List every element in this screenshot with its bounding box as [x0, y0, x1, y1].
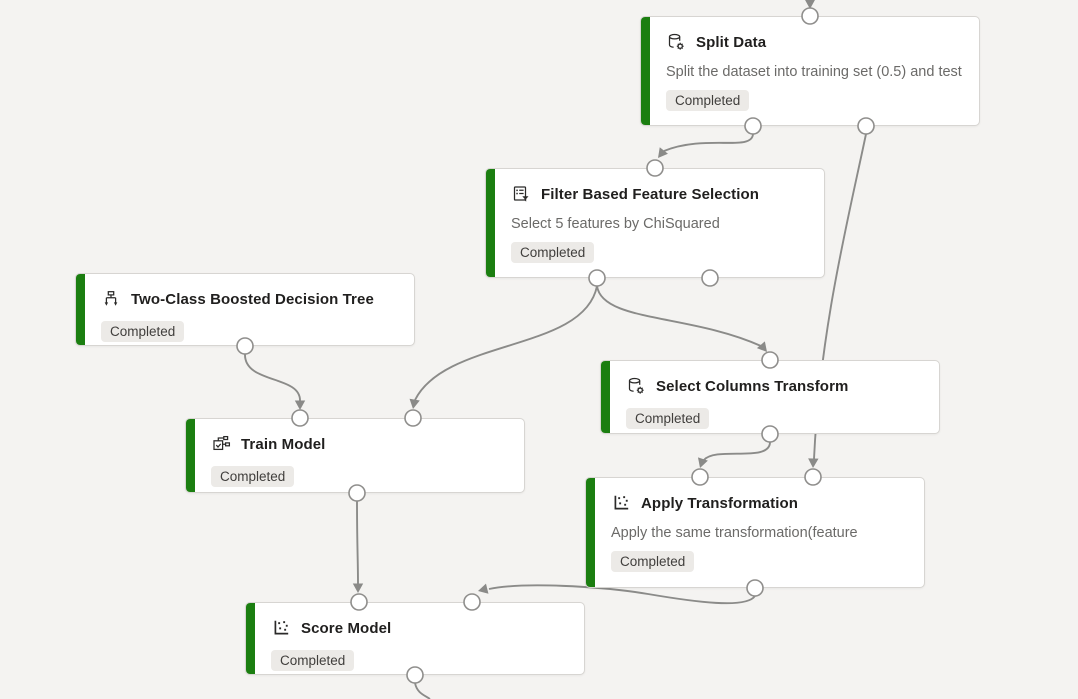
status-bar [641, 17, 650, 125]
port-apply-transformation-output[interactable] [746, 579, 764, 597]
edge-filter-to-train-model[interactable] [414, 285, 598, 401]
node-split-data[interactable]: Split Data Split the dataset into traini… [640, 16, 980, 126]
status-badge: Completed [611, 551, 695, 572]
node-description: Apply the same transformation(feature [611, 525, 858, 541]
port-split-data-output-1[interactable] [744, 117, 762, 135]
node-description: Select 5 features by ChiSquared [511, 216, 720, 232]
port-split-data-output-2[interactable] [857, 117, 875, 135]
train-model-icon [211, 434, 231, 454]
port-score-model-output[interactable] [406, 666, 424, 684]
database-gear-icon [666, 32, 686, 52]
scatter-plot-icon [611, 493, 631, 513]
edge-score-model-to-bottom[interactable] [414, 682, 431, 699]
port-train-model-input-2[interactable] [404, 409, 422, 427]
status-bar [486, 169, 495, 277]
status-badge: Completed [626, 408, 710, 429]
database-gear-icon [626, 376, 646, 396]
port-filter-input[interactable] [646, 159, 664, 177]
node-title: Select Columns Transform [656, 377, 849, 395]
node-title: Split Data [696, 33, 767, 51]
node-select-columns-transform[interactable]: Select Columns Transform Completed [600, 360, 940, 434]
edge-apply-transformation-to-score-model[interactable] [488, 584, 756, 605]
status-bar [186, 419, 195, 492]
edge-select-columns-to-apply-transformation[interactable] [703, 441, 771, 461]
node-title: Filter Based Feature Selection [541, 185, 760, 203]
node-title: Train Model [241, 435, 326, 453]
port-select-columns-input[interactable] [761, 351, 779, 369]
port-tree-output[interactable] [236, 337, 254, 355]
node-title: Apply Transformation [641, 494, 799, 512]
port-train-model-input-1[interactable] [291, 409, 309, 427]
decision-tree-icon [101, 289, 121, 309]
status-bar [601, 361, 610, 433]
port-split-data-input[interactable] [801, 7, 819, 25]
port-select-columns-output[interactable] [761, 425, 779, 443]
port-train-model-output[interactable] [348, 484, 366, 502]
status-badge: Completed [666, 90, 750, 111]
node-title: Two-Class Boosted Decision Tree [131, 290, 374, 308]
edge-split-data-to-filter[interactable] [663, 133, 754, 152]
scatter-plot-icon [271, 618, 291, 638]
node-apply-transformation[interactable]: Apply Transformation Apply the same tran… [585, 477, 925, 588]
port-filter-output-1[interactable] [588, 269, 606, 287]
status-badge: Completed [101, 321, 185, 342]
edge-filter-to-select-columns[interactable] [596, 285, 762, 347]
edge-tree-to-train-model[interactable] [244, 353, 301, 402]
status-bar [586, 478, 595, 587]
status-bar [76, 274, 85, 345]
edge-train-model-to-score-model[interactable] [356, 500, 359, 585]
status-bar [246, 603, 255, 674]
node-train-model[interactable]: Train Model Completed [185, 418, 525, 493]
node-title: Score Model [301, 619, 392, 637]
node-filter-based-feature-selection[interactable]: Filter Based Feature Selection Select 5 … [485, 168, 825, 278]
status-badge: Completed [511, 242, 595, 263]
status-badge: Completed [211, 466, 295, 487]
list-filter-icon [511, 184, 531, 204]
status-badge: Completed [271, 650, 355, 671]
port-filter-output-2[interactable] [701, 269, 719, 287]
port-score-model-input-2[interactable] [463, 593, 481, 611]
node-two-class-boosted-decision-tree[interactable]: Two-Class Boosted Decision Tree Complete… [75, 273, 415, 346]
node-description: Split the dataset into training set (0.5… [666, 64, 962, 80]
node-score-model[interactable]: Score Model Completed [245, 602, 585, 675]
port-apply-transformation-input-2[interactable] [804, 468, 822, 486]
port-score-model-input-1[interactable] [350, 593, 368, 611]
port-apply-transformation-input-1[interactable] [691, 468, 709, 486]
